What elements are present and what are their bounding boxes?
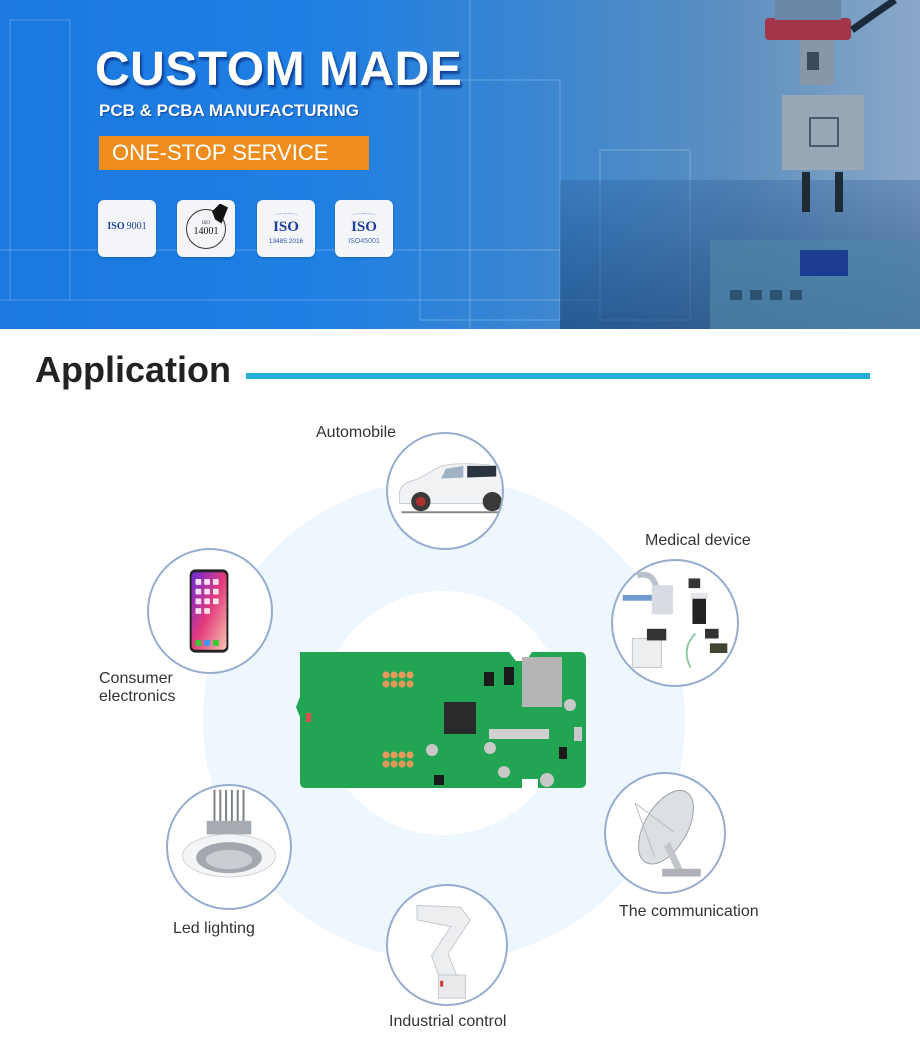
industrial-control-item[interactable] xyxy=(386,884,508,1006)
iso-14001-seal: ISO 14001 xyxy=(177,200,235,257)
cert-subtext xyxy=(135,232,136,237)
cert-number: 9001 xyxy=(126,220,147,232)
cert-iso-text: ISO xyxy=(201,220,211,226)
led-lighting-item[interactable] xyxy=(166,784,292,910)
iso-45001-logo: ISO ISO45001 xyxy=(335,200,393,257)
robot-arm-image xyxy=(416,904,471,999)
globe-icon xyxy=(273,212,299,219)
led-downlight-image xyxy=(182,789,276,878)
consumer-electronics-item[interactable] xyxy=(147,548,273,674)
satellite-dish-image xyxy=(634,789,701,877)
iso-13485-logo: ISO 13485:2016 xyxy=(257,200,315,257)
industrial-control-label: Industrial control xyxy=(389,1013,507,1030)
consumer-electronics-label-line2: electronics xyxy=(99,688,176,705)
cert-number: ISO45001 xyxy=(348,237,380,245)
car-image xyxy=(399,463,502,514)
cert-number: 13485:2016 xyxy=(268,237,304,245)
hero-banner: CUSTOM MADE PCB & PCBA MANUFACTURING ONE… xyxy=(0,0,920,329)
medical-device-label: Medical device xyxy=(645,532,751,549)
consumer-electronics-label-line1: Consumer xyxy=(99,670,173,687)
cert-iso-text: ISO xyxy=(273,218,299,235)
cert-number: 14001 xyxy=(193,225,219,237)
bird-icon xyxy=(212,203,228,224)
hero-title: CUSTOM MADE xyxy=(95,43,463,96)
communication-label: The communication xyxy=(619,903,759,920)
cert-iso-text: ISO xyxy=(107,220,125,232)
pcb-on-line-illustration xyxy=(710,240,920,329)
pcb-board-image xyxy=(296,652,586,788)
application-heading: Application xyxy=(35,349,231,390)
communication-item[interactable] xyxy=(604,772,726,894)
led-lighting-label: Led lighting xyxy=(173,920,255,937)
smartphone-image xyxy=(189,569,229,653)
automobile-item[interactable] xyxy=(386,432,504,550)
hero-subtitle: PCB & PCBA MANUFACTURING xyxy=(99,101,360,120)
automobile-label: Automobile xyxy=(316,424,397,441)
medical-equipment-image xyxy=(622,571,728,669)
one-stop-service-badge: ONE-STOP SERVICE xyxy=(99,136,369,170)
globe-icon xyxy=(351,212,377,219)
seal-icon: ISO 14001 xyxy=(186,203,228,249)
heading-divider xyxy=(246,373,870,379)
robot-arm-illustration xyxy=(765,0,897,212)
consumer-electronics-label: Consumer electronics xyxy=(99,670,175,706)
cert-iso-text: ISO xyxy=(351,218,377,235)
medical-device-item[interactable] xyxy=(611,559,739,687)
